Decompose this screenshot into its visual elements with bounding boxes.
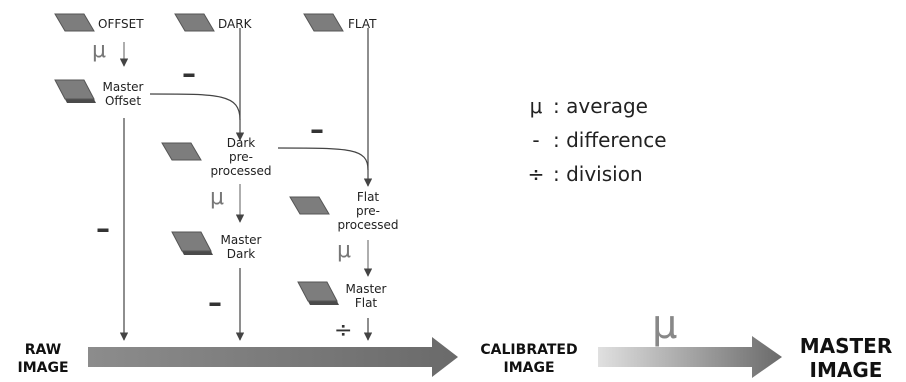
master-flat-label: Master Flat <box>338 282 394 310</box>
legend-difference: -: difference <box>525 128 667 152</box>
calibrated-image-line1: CALIBRATED <box>480 342 578 358</box>
flat-pre-line1: Flat <box>356 190 380 204</box>
master-image-line2: IMAGE <box>809 358 883 382</box>
dark-pre-line2: pre- <box>229 150 253 164</box>
master-dark-stack-icon <box>171 231 213 255</box>
calibrated-to-master-arrow <box>598 336 782 378</box>
legend-difference-symbol: - <box>532 128 540 152</box>
raw-to-calibrated-arrow <box>88 337 458 377</box>
calibrated-image-label: CALIBRATED IMAGE <box>462 341 596 377</box>
offset-label: OFFSET <box>98 17 144 31</box>
master-offset-stack-icon <box>54 79 96 103</box>
offset-frame-icon <box>54 13 95 32</box>
legend-average-symbol: μ <box>529 94 543 118</box>
master-dark-label: Master Dark <box>213 233 269 261</box>
dark-raw-difference-symbol: – <box>208 286 222 319</box>
flat-division-symbol: ÷ <box>334 318 353 343</box>
master-image-label: MASTER IMAGE <box>790 334 902 382</box>
master-dark-line2: Dark <box>226 247 256 261</box>
master-offset-label: Master Offset <box>95 80 151 108</box>
master-dark-line1: Master <box>220 233 262 247</box>
offset-dark-difference-symbol: – <box>182 57 196 90</box>
legend-division-text: : division <box>553 162 643 186</box>
master-flat-line2: Flat <box>354 296 378 310</box>
master-image-line1: MASTER <box>799 334 893 358</box>
arrow-dark-to-flat <box>277 147 369 171</box>
dark-frame-icon <box>174 13 215 32</box>
calibrated-image-line2: IMAGE <box>503 360 555 376</box>
calibrated-average-symbol: μ <box>652 302 678 348</box>
legend-division: ÷ : division <box>525 162 643 186</box>
flat-preprocessed-frame-icon <box>289 196 330 215</box>
dark-average-symbol: μ <box>210 185 224 210</box>
dark-preprocessed-label: Dark pre- processed <box>205 136 277 178</box>
flat-average-symbol: μ <box>337 238 351 263</box>
flat-frame-icon <box>303 13 344 32</box>
flat-pre-line2: pre- <box>356 204 380 218</box>
flat-preprocessed-label: Flat pre- processed <box>332 190 404 232</box>
dark-pre-line3: processed <box>210 164 272 178</box>
dark-label: DARK <box>218 17 252 31</box>
arrow-offset-to-dark <box>149 93 241 121</box>
legend-average-text: : average <box>553 94 648 118</box>
flat-label: FLAT <box>348 17 377 31</box>
master-flat-line1: Master <box>345 282 387 296</box>
raw-image-label: RAW IMAGE <box>8 341 78 377</box>
legend-division-symbol: ÷ <box>527 162 545 186</box>
legend-difference-text: : difference <box>553 128 667 152</box>
master-offset-line2: Offset <box>104 94 142 108</box>
dark-flat-difference-symbol: – <box>310 113 324 146</box>
dark-pre-line1: Dark <box>226 136 256 150</box>
master-flat-stack-icon <box>297 281 339 305</box>
master-offset-line1: Master <box>102 80 144 94</box>
flat-pre-line3: processed <box>337 218 399 232</box>
offset-average-symbol: μ <box>92 38 106 63</box>
raw-image-line2: IMAGE <box>17 360 69 376</box>
legend-average: μ : average <box>525 94 648 118</box>
dark-preprocessed-frame-icon <box>161 142 202 161</box>
offset-raw-difference-symbol: – <box>96 212 110 245</box>
raw-image-line1: RAW <box>24 342 62 358</box>
